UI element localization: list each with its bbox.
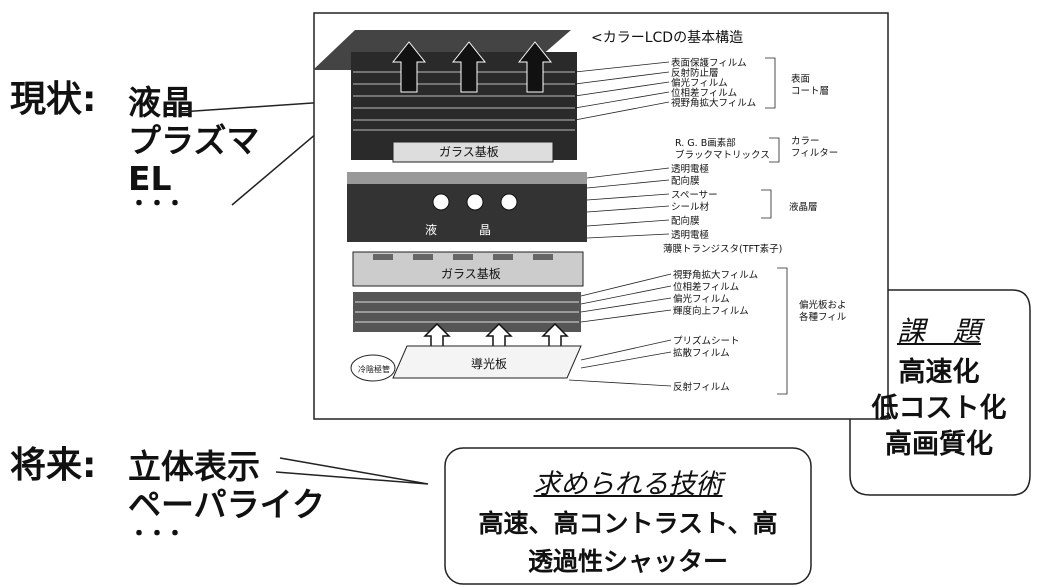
- svg-text:各種フィル: 各種フィル: [799, 311, 847, 323]
- glass-top-label: ガラス基板: [439, 145, 499, 159]
- svg-text:偏光フィルム: 偏光フィルム: [671, 77, 728, 89]
- tech-line-1: 高速、高コントラスト、高: [478, 509, 778, 538]
- svg-text:位相差フィルム: 位相差フィルム: [673, 281, 739, 293]
- lc-layer-labels: 透明電極 配向膜 スペーサー シール材 配向膜 透明電極 薄膜トランジスタ(TF…: [663, 163, 818, 255]
- tech-line-2: 透過性シャッター: [527, 547, 728, 576]
- svg-text:拡散フィルム: 拡散フィルム: [673, 347, 730, 359]
- future-item-paperlike: ペーパライク: [128, 485, 326, 524]
- svg-text:偏光板およ: 偏光板およ: [799, 299, 847, 311]
- issues-line-speed: 高速化: [898, 357, 980, 388]
- up-arrow-icon: [391, 41, 553, 93]
- current-item-ellipsis: ・・・: [128, 192, 186, 217]
- current-item-lcd: 液晶: [128, 83, 194, 122]
- issues-line-cost: 低コスト化: [871, 393, 1007, 424]
- svg-text:配向膜: 配向膜: [671, 215, 700, 227]
- current-item-el: EL: [128, 159, 172, 198]
- svg-text:カラー: カラー: [791, 136, 820, 147]
- svg-text:表面: 表面: [791, 73, 810, 85]
- svg-text:ブラックマトリックス: ブラックマトリックス: [675, 149, 770, 161]
- current-label: 現状:: [10, 79, 97, 120]
- issues-title: 課 題: [896, 315, 981, 348]
- svg-text:R. G. B画素部: R. G. B画素部: [675, 137, 736, 149]
- light-arrow-icon: [423, 322, 569, 351]
- svg-text:薄膜トランジスタ(TFT素子): 薄膜トランジスタ(TFT素子): [663, 243, 782, 255]
- light-guide-label: 導光板: [471, 357, 507, 371]
- svg-text:透明電極: 透明電極: [671, 229, 710, 241]
- top-layer-labels: 表面保護フィルム 反射防止層 偏光フィルム 位相差フィルム 視野角拡大フィルム …: [671, 57, 829, 109]
- svg-text:輝度向上フィルム: 輝度向上フィルム: [673, 305, 749, 317]
- color-filter-labels: R. G. B画素部 ブラックマトリックス カラー フィルター: [675, 136, 838, 161]
- future-item-3d: 立体表示: [128, 447, 260, 486]
- svg-text:視野角拡大フィルム: 視野角拡大フィルム: [673, 269, 758, 281]
- svg-text:位相差フィルム: 位相差フィルム: [671, 87, 737, 99]
- svg-text:フィルター: フィルター: [791, 148, 838, 159]
- issues-line-quality: 高画質化: [885, 429, 993, 460]
- current-item-plasma: プラズマ: [128, 121, 260, 160]
- svg-text:配向膜: 配向膜: [671, 175, 700, 187]
- bottom-layer-labels: 視野角拡大フィルム 位相差フィルム 偏光フィルム 輝度向上フィルム プリズムシー…: [673, 269, 847, 393]
- svg-text:偏光フィルム: 偏光フィルム: [673, 293, 730, 305]
- svg-text:コート層: コート層: [791, 86, 829, 97]
- tech-title: 求められる技術: [533, 469, 723, 500]
- lc-label-2: 晶: [479, 223, 491, 237]
- svg-text:反射フィルム: 反射フィルム: [673, 381, 730, 393]
- glass-mid-label: ガラス基板: [441, 267, 501, 281]
- figure-title: <カラーLCDの基本構造: [591, 29, 743, 46]
- lamp-icon: [350, 354, 396, 382]
- svg-text:反射防止層: 反射防止層: [671, 67, 719, 79]
- svg-text:透明電極: 透明電極: [671, 163, 710, 175]
- color-lcd-structure-diagram: <カラーLCDの基本構造 ガラス基板 液 晶 ガラス基板 導光板 冷陰極管 表面…: [313, 12, 889, 420]
- lamp-label: 冷陰極管: [358, 364, 390, 374]
- future-item-ellipsis: ・・・: [128, 522, 186, 547]
- svg-text:プリズムシート: プリズムシート: [673, 335, 740, 347]
- lc-label-1: 液: [425, 222, 437, 237]
- svg-text:視野角拡大フィルム: 視野角拡大フィルム: [671, 97, 756, 109]
- svg-text:シール材: シール材: [671, 201, 710, 213]
- future-label: 将来:: [10, 445, 97, 486]
- svg-text:液晶層: 液晶層: [789, 201, 818, 213]
- svg-text:スペーサー: スペーサー: [671, 190, 718, 201]
- svg-text:表面保護フィルム: 表面保護フィルム: [671, 57, 747, 69]
